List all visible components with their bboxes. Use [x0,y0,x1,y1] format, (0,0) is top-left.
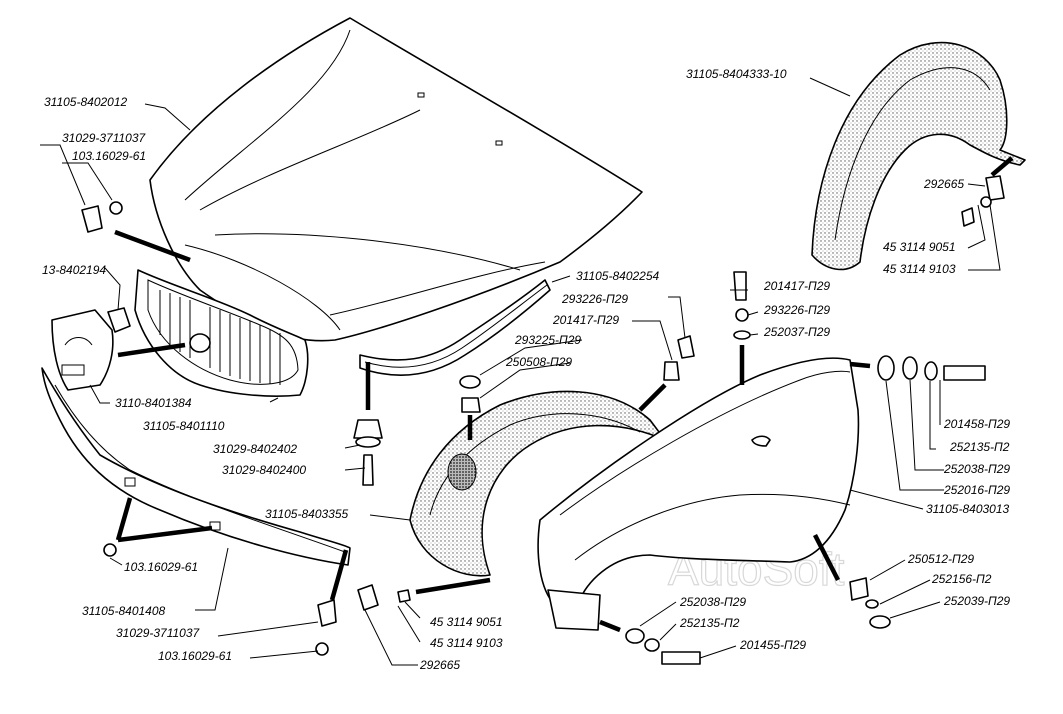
front-wheel-arch-part [409,390,666,577]
hardware-parts [81,175,1005,665]
label-screw-left-c: 103.16029-61 [158,649,232,663]
label-washer-k: 252135-П2 [679,616,740,630]
label-washer-c: 252037-П29 [763,325,830,339]
label-seal-strip: 31105-8402254 [576,269,660,283]
label-clip-c: 293226-П29 [763,303,830,317]
fender-part [537,357,860,631]
label-nut-a: 250508-П29 [505,355,572,369]
label-hood-bumper: 31029-8402402 [213,442,297,456]
label-nut-b: 250512-П29 [907,552,974,566]
label-clip-b: 293226-П29 [561,292,628,306]
rear-wheel-arch-part [811,41,1026,271]
leader-lines [40,77,1001,666]
grille-part [134,269,309,397]
label-bolt-b: 201417-П29 [552,313,619,327]
label-wheel-arch-front: 31105-8403355 [265,507,349,521]
label-clip-left-b: 31029-3711037 [116,626,201,640]
part-labels: 31105-8402012 31029-3711037 103.16029-61… [42,67,1010,672]
label-washer-e: 252135-П2 [949,440,1010,454]
label-washer-j: 252038-П29 [679,595,746,609]
label-lower-panel: 31105-8401408 [82,604,166,618]
label-bolt-a: 45 3114 9051 [430,615,503,629]
seal-strip-part [359,279,551,377]
label-hood-bumper-screw: 31029-8402400 [222,463,306,477]
label-washer-g: 252016-П29 [943,483,1010,497]
label-washer-d: 45 3114 9103 [883,262,956,276]
lower-panel-part [41,367,351,566]
label-grille: 31105-8401110 [143,419,225,433]
label-washer-i: 252039-П29 [943,594,1010,608]
label-fender: 31105-8403013 [926,502,1010,516]
assembly-arrows [114,156,1014,633]
label-clip-a: 292665 [419,658,460,672]
label-wheel-arch-rear: 31105-8404333-10 [686,67,787,81]
label-bolt-e: 201458-П29 [943,417,1010,431]
emblem-part [51,307,131,391]
label-hood: 31105-8402012 [44,95,128,109]
label-clip-left-a: 31029-3711037 [62,131,147,145]
label-screw-left-a: 103.16029-61 [72,149,146,163]
label-washer-b: 293225-П29 [514,333,581,347]
label-grille-panel: 3110-8401384 [115,396,192,410]
label-washer-f: 252038-П29 [943,462,1010,476]
label-clip-d: 292665 [923,177,964,191]
hood-bumper-part [353,419,383,486]
label-bolt-f: 201455-П29 [739,638,806,652]
label-washer-a: 45 3114 9103 [430,636,503,650]
label-washer-h: 252156-П2 [931,572,992,586]
label-screw-left-b: 103.16029-61 [124,560,198,574]
label-bolt-d: 45 3114 9051 [883,240,956,254]
label-bolt-c: 201417-П29 [763,279,830,293]
label-emblem: 13-8402194 [42,263,106,277]
